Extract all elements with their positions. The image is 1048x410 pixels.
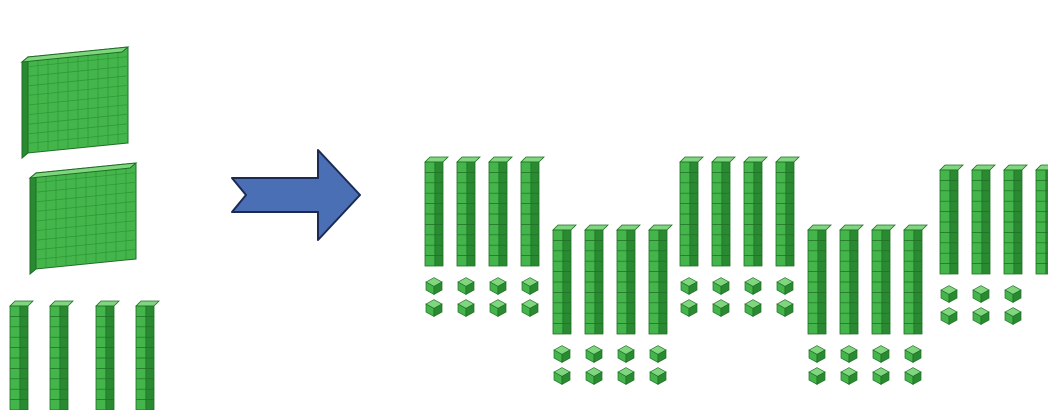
tens-rod	[971, 164, 996, 275]
unit-cube	[425, 277, 443, 295]
tens-rod	[520, 156, 545, 267]
unit-cube	[712, 299, 730, 317]
hundreds-flat	[28, 162, 138, 276]
output-group-2	[552, 224, 673, 385]
tens-rod	[424, 156, 449, 267]
unit-cube	[904, 345, 922, 363]
unit-cube	[904, 367, 922, 385]
tens-rod	[807, 224, 832, 335]
unit-cube	[712, 277, 730, 295]
unit-cube	[457, 299, 475, 317]
unit-cube	[680, 277, 698, 295]
tens-rod	[9, 300, 34, 410]
unit-cube	[617, 367, 635, 385]
tens-rod	[711, 156, 736, 267]
unit-cube	[940, 285, 958, 303]
input-blocks	[9, 46, 160, 410]
unit-cube	[489, 299, 507, 317]
unit-cube	[489, 277, 507, 295]
unit-cube	[972, 307, 990, 325]
tens-rod	[95, 300, 120, 410]
unit-cube	[585, 367, 603, 385]
tens-rod	[584, 224, 609, 335]
output-group-4	[807, 224, 928, 385]
output-group-3	[679, 156, 800, 317]
unit-cube	[553, 367, 571, 385]
output-blocks	[424, 156, 1048, 385]
tens-rod	[839, 224, 864, 335]
output-group-1	[424, 156, 545, 317]
unit-cube	[744, 277, 762, 295]
tens-rod	[871, 224, 896, 335]
unit-cube	[872, 345, 890, 363]
tens-rod	[648, 224, 673, 335]
tens-rod	[775, 156, 800, 267]
tens-rod	[939, 164, 964, 275]
unit-cube	[521, 277, 539, 295]
unit-cube	[776, 299, 794, 317]
unit-cube	[585, 345, 603, 363]
tens-rod	[743, 156, 768, 267]
tens-rod	[1035, 164, 1048, 275]
unit-cube	[617, 345, 635, 363]
unit-cube	[840, 345, 858, 363]
unit-cube	[808, 345, 826, 363]
tens-rod	[903, 224, 928, 335]
output-group-5	[939, 164, 1048, 325]
unit-cube	[425, 299, 443, 317]
unit-cube	[872, 367, 890, 385]
arrow-icon	[231, 149, 361, 241]
tens-rod	[456, 156, 481, 267]
unit-cube	[776, 277, 794, 295]
unit-cube	[972, 285, 990, 303]
tens-rod	[1003, 164, 1028, 275]
unit-cube	[457, 277, 475, 295]
unit-cube	[1004, 307, 1022, 325]
unit-cube	[808, 367, 826, 385]
tens-rod	[616, 224, 641, 335]
unit-cube	[940, 307, 958, 325]
unit-cube	[553, 345, 571, 363]
unit-cube	[521, 299, 539, 317]
tens-rod	[135, 300, 160, 410]
tens-rod	[679, 156, 704, 267]
tens-rod	[488, 156, 513, 267]
unit-cube	[744, 299, 762, 317]
tens-rod	[552, 224, 577, 335]
hundreds-flat	[20, 46, 130, 160]
unit-cube	[1004, 285, 1022, 303]
tens-rod	[49, 300, 74, 410]
arrow-shape	[231, 149, 361, 241]
unit-cube	[649, 345, 667, 363]
unit-cube	[680, 299, 698, 317]
unit-cube	[649, 367, 667, 385]
unit-cube	[840, 367, 858, 385]
